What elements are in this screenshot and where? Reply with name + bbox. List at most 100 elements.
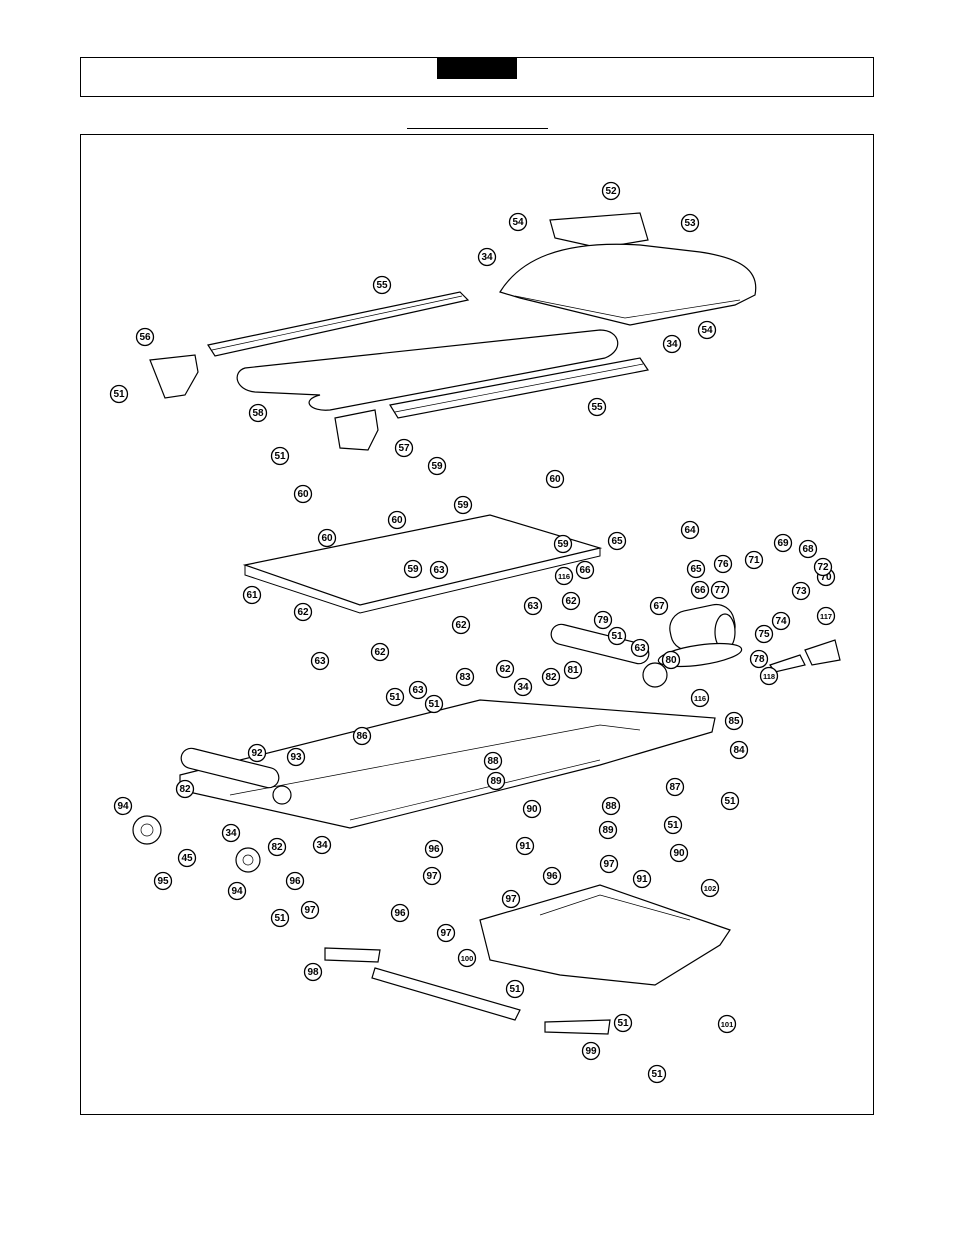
callout-number: 34 xyxy=(225,828,237,839)
callout-59: 59 xyxy=(403,559,423,579)
callout-circle xyxy=(717,1014,737,1034)
callout-circle xyxy=(113,796,133,816)
title-rule xyxy=(407,128,548,129)
callout-51: 51 xyxy=(270,446,290,466)
callout-number: 70 xyxy=(820,572,832,583)
callout-circle xyxy=(310,651,330,671)
callout-number: 87 xyxy=(669,782,681,793)
diagram-frame xyxy=(80,134,874,1115)
callout-circle xyxy=(697,320,717,340)
callout-number: 90 xyxy=(526,804,538,815)
callout-62: 62 xyxy=(451,615,471,635)
callout-circle xyxy=(690,688,710,708)
callout-96: 96 xyxy=(285,871,305,891)
callout-number: 86 xyxy=(356,731,368,742)
callout-number: 60 xyxy=(391,515,403,526)
callout-96: 96 xyxy=(424,839,444,859)
callout-circle xyxy=(227,881,247,901)
callout-circle xyxy=(455,667,475,687)
callout-118: 118 xyxy=(759,666,779,686)
callout-number: 91 xyxy=(519,841,531,852)
callout-number: 45 xyxy=(181,853,193,864)
callout-34: 34 xyxy=(477,247,497,267)
callout-97: 97 xyxy=(436,923,456,943)
callout-117: 117 xyxy=(816,606,836,626)
callout-circle xyxy=(601,181,621,201)
callout-circle xyxy=(429,560,449,580)
callout-number: 66 xyxy=(579,565,591,576)
rear-roller xyxy=(180,747,280,789)
callout-circle xyxy=(798,539,818,559)
callout-75: 75 xyxy=(754,624,774,644)
callout-circle xyxy=(221,823,241,843)
callout-circle xyxy=(286,747,306,767)
callout-circle xyxy=(791,581,811,601)
callout-number: 53 xyxy=(684,218,696,229)
callout-number: 77 xyxy=(714,585,726,596)
callout-number: 63 xyxy=(527,601,539,612)
header-tab xyxy=(437,57,517,79)
callout-circle xyxy=(477,247,497,267)
callout-number: 89 xyxy=(490,776,502,787)
callout-number: 34 xyxy=(316,840,328,851)
callout-circle xyxy=(372,275,392,295)
callout-94: 94 xyxy=(113,796,133,816)
callout-number: 63 xyxy=(314,656,326,667)
callout-circle xyxy=(486,771,506,791)
callout-number: 92 xyxy=(251,748,263,759)
callout-91: 91 xyxy=(515,836,535,856)
callout-number: 51 xyxy=(274,913,286,924)
callout-number: 97 xyxy=(603,859,615,870)
callout-80: 80 xyxy=(661,650,681,670)
callout-number: 116 xyxy=(694,694,706,703)
callout-circle xyxy=(312,835,332,855)
callout-circle xyxy=(293,484,313,504)
callout-number: 88 xyxy=(487,756,499,767)
motor-hood-top xyxy=(549,212,649,249)
callout-circle xyxy=(370,642,390,662)
callout-circle xyxy=(816,606,836,626)
callout-72: 72 xyxy=(813,557,833,577)
callout-56: 56 xyxy=(135,327,155,347)
callout-number: 67 xyxy=(653,601,665,612)
callout-58: 58 xyxy=(248,403,268,423)
callout-number: 94 xyxy=(117,801,129,812)
callout-circle xyxy=(729,740,749,760)
callout-circle xyxy=(542,866,562,886)
callout-circle xyxy=(661,650,681,670)
callout-94: 94 xyxy=(227,881,247,901)
callout-circle xyxy=(422,866,442,886)
callout-number: 95 xyxy=(157,876,169,887)
callout-circle xyxy=(457,948,477,968)
callout-62: 62 xyxy=(293,602,313,622)
callout-83: 83 xyxy=(455,667,475,687)
callout-116: 116 xyxy=(554,566,574,586)
callout-circle xyxy=(599,854,619,874)
callout-circle xyxy=(553,534,573,554)
callout-circle xyxy=(601,796,621,816)
callout-89: 89 xyxy=(598,820,618,840)
roller-pulley xyxy=(642,662,668,688)
callout-circle xyxy=(561,591,581,611)
callout-62: 62 xyxy=(495,659,515,679)
callout-number: 118 xyxy=(763,672,775,681)
callout-54: 54 xyxy=(697,320,717,340)
callout-circle xyxy=(403,559,423,579)
callout-circle xyxy=(613,1013,633,1033)
callout-51: 51 xyxy=(613,1013,633,1033)
callout-number: 73 xyxy=(795,586,807,597)
callout-circle xyxy=(759,666,779,686)
callout-circle xyxy=(436,923,456,943)
callout-82: 82 xyxy=(267,837,287,857)
callout-circle xyxy=(293,602,313,622)
callout-number: 54 xyxy=(701,325,713,336)
motor-hood xyxy=(499,243,757,326)
callout-number: 65 xyxy=(611,536,623,547)
callout-77: 77 xyxy=(710,580,730,600)
callout-number: 61 xyxy=(246,590,258,601)
callout-circle xyxy=(385,687,405,707)
callout-circle xyxy=(135,327,155,347)
callout-97: 97 xyxy=(599,854,619,874)
callout-circle xyxy=(248,403,268,423)
